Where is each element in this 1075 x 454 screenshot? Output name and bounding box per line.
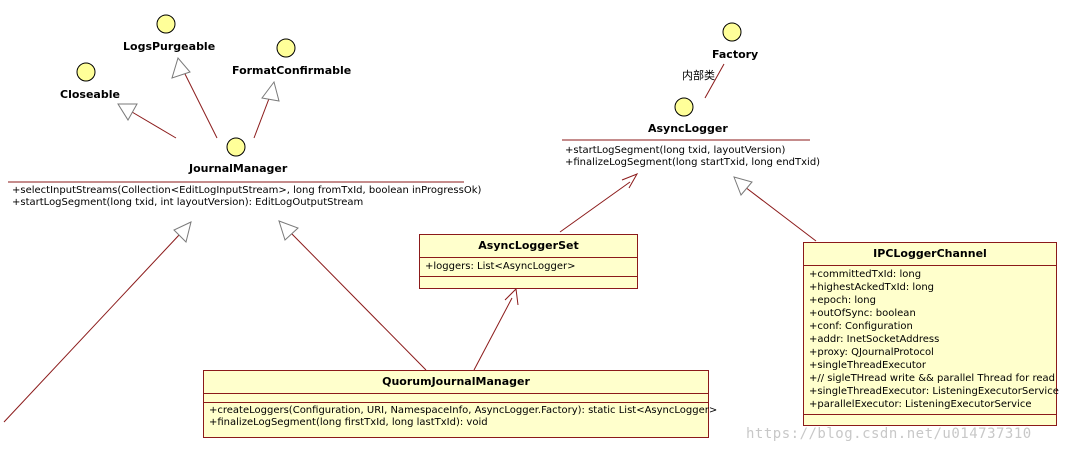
logs-purgeable-label: LogsPurgeable: [123, 40, 216, 53]
interface-lollipop-format-confirmable: [276, 38, 296, 58]
ipc-logger-channel-attrs: +committedTxId: long +highestAckedTxId: …: [804, 266, 1059, 415]
interface-lollipop-journal-manager: [226, 137, 246, 157]
quorum-journal-manager-class: QuorumJournalManager +createLoggers(Conf…: [203, 370, 718, 438]
class-attribute: +highestAckedTxId: long: [809, 282, 935, 293]
journal-manager-op: +startLogSegment(long txid, int layoutVe…: [12, 197, 364, 208]
class-attribute: +epoch: long: [809, 295, 876, 306]
class-operation: +finalizeLogSegment(long firstTxId, long…: [209, 417, 488, 428]
arrowhead-closeable: [117, 103, 138, 121]
async-logger-label: AsyncLogger: [648, 122, 728, 135]
interface-lollipop-async-logger: [674, 97, 694, 117]
quorum-journal-manager-ops: +createLoggers(Configuration, URI, Names…: [204, 403, 718, 431]
class-attribute: +committedTxId: long: [809, 269, 922, 280]
arrowhead-logspurgeable: [171, 56, 191, 79]
arrowhead-jm-from-qjm: [278, 220, 299, 241]
class-attribute: +singleThreadExecutor: ListeningExecutor…: [809, 386, 1059, 397]
journal-manager-ops: +selectInputStreams(Collection<EditLogIn…: [12, 185, 481, 209]
async-logger-set-attrs: +loggers: List<AsyncLogger>: [420, 258, 637, 277]
ipc-logger-channel-title: IPCLoggerChannel: [804, 243, 1056, 266]
realization-jm-closeable: [131, 111, 177, 139]
class-attribute: +parallelExecutor: ListeningExecutorServ…: [809, 399, 1032, 410]
interface-lollipop-closeable: [76, 62, 96, 82]
interface-lollipop-logs-purgeable: [156, 14, 176, 34]
journal-manager-label: JournalManager: [189, 162, 288, 175]
inner-class-annotation: 内部类: [682, 69, 715, 82]
arrowhead-asynclogger-from-ipc: [733, 176, 753, 196]
class-attribute: +outOfSync: boolean: [809, 308, 916, 319]
class-attribute: +proxy: QJournalProtocol: [809, 347, 934, 358]
arrowhead-asynclogger-from-set: [621, 173, 639, 189]
association-set-asynclogger: [559, 181, 631, 233]
realization-jm-formatconfirmable: [253, 95, 271, 139]
realization-ipc-asynclogger: [744, 186, 817, 242]
class-attribute: +singleThreadExecutor: [809, 360, 927, 371]
watermark: https://blog.csdn.net/u014737310: [746, 426, 1032, 442]
class-attribute: +loggers: List<AsyncLogger>: [425, 261, 576, 272]
async-logger-set-title: AsyncLoggerSet: [420, 235, 637, 258]
arrowhead-set-from-qjm: [504, 287, 519, 306]
class-attribute: +addr: InetSocketAddress: [809, 334, 940, 345]
class-attribute: +conf: Configuration: [809, 321, 913, 332]
arrowhead-jm-from-left: [173, 221, 192, 243]
realization-jm-logspurgeable: [183, 71, 218, 139]
realization-qjm-jm: [289, 231, 427, 371]
async-logger-set-class: AsyncLoggerSet +loggers: List<AsyncLogge…: [419, 234, 638, 289]
interface-lollipop-factory: [722, 22, 742, 42]
async-logger-op: +finalizeLogSegment(long startTxid, long…: [565, 157, 821, 168]
realization-offscreen-jm: [3, 233, 181, 423]
factory-label: Factory: [712, 48, 759, 61]
async-logger-op: +startLogSegment(long txid, layoutVersio…: [565, 145, 786, 156]
arrowhead-formatconfirmable: [261, 80, 280, 102]
class-attribute: +// sigleTHread write && parallel Thread…: [809, 373, 1055, 384]
format-confirmable-label: FormatConfirmable: [232, 64, 352, 77]
ipc-logger-channel-class: IPCLoggerChannel +committedTxId: long +h…: [803, 242, 1059, 426]
async-logger-ops: +startLogSegment(long txid, layoutVersio…: [565, 145, 820, 169]
journal-manager-op: +selectInputStreams(Collection<EditLogIn…: [12, 185, 482, 196]
association-qjm-set: [473, 297, 513, 371]
inner-class-link: [704, 63, 725, 99]
class-operation: +createLoggers(Configuration, URI, Names…: [209, 405, 718, 416]
closeable-label: Closeable: [60, 88, 120, 101]
quorum-journal-manager-title: QuorumJournalManager: [204, 371, 708, 394]
